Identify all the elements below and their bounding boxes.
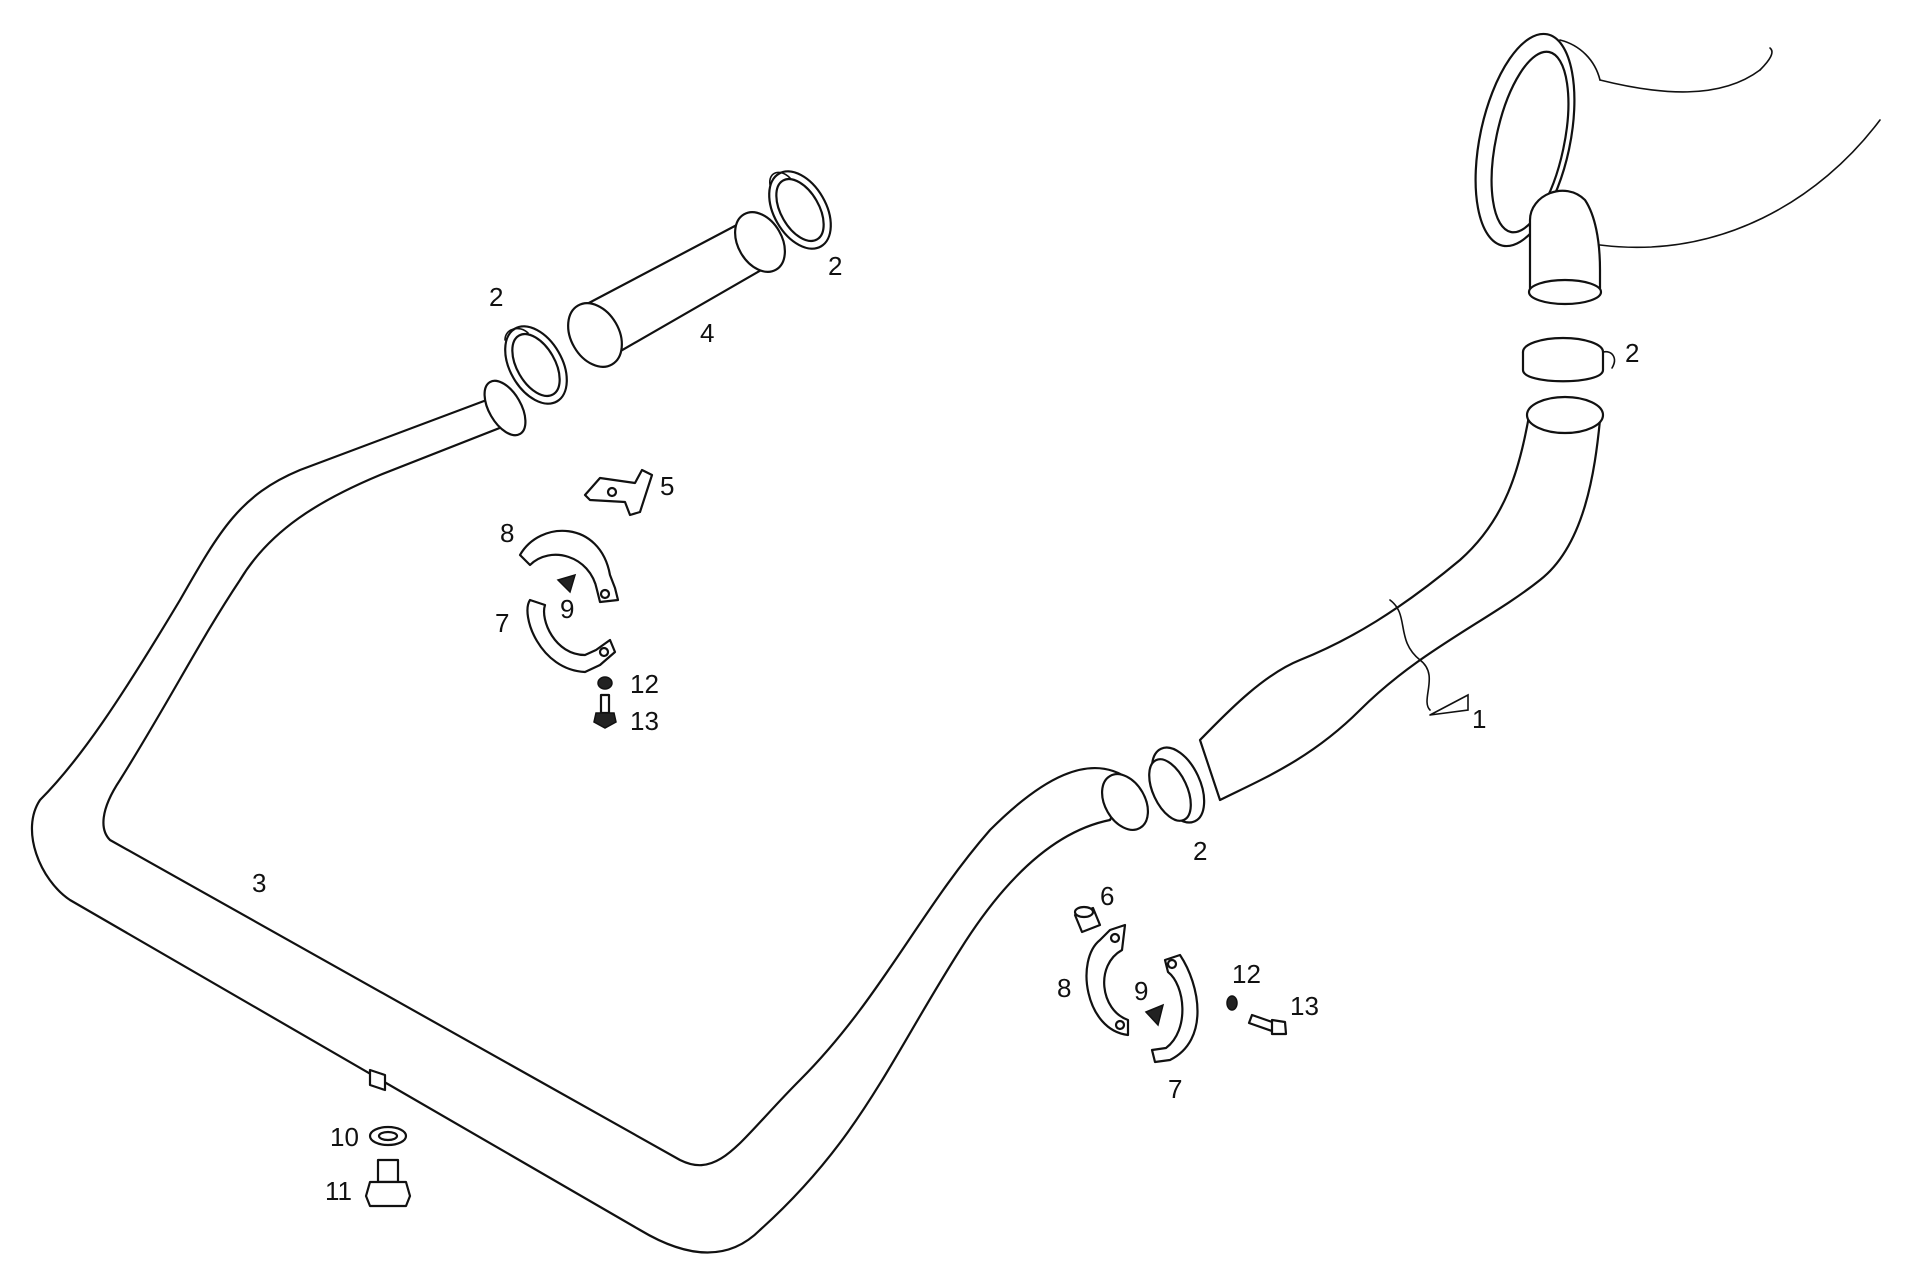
callout-2-middle: 2 bbox=[1193, 836, 1207, 866]
callout-9-upper: 9 bbox=[560, 594, 574, 624]
callout-12-lower: 12 bbox=[1232, 959, 1261, 989]
hose-clamp-top-left bbox=[768, 170, 832, 250]
callout-5: 5 bbox=[660, 471, 674, 501]
callout-11: 11 bbox=[325, 1176, 352, 1206]
washer-part-12-lower bbox=[1226, 995, 1238, 1011]
callout-2-top-right: 2 bbox=[1625, 338, 1639, 368]
drain-plug-part-11 bbox=[364, 1158, 412, 1208]
callout-4: 4 bbox=[700, 318, 714, 348]
pipe-part-3 bbox=[30, 379, 1150, 1254]
callout-7-upper: 7 bbox=[495, 608, 509, 638]
washer-part-12-upper bbox=[597, 676, 613, 690]
callout-8-lower: 8 bbox=[1057, 973, 1071, 1003]
spacer-part-9-upper bbox=[556, 573, 577, 594]
clamp-half-part-8-lower bbox=[1085, 923, 1130, 1037]
sleeve-part-4 bbox=[567, 211, 786, 368]
clamp-half-part-7-upper bbox=[526, 598, 617, 674]
washer-part-10 bbox=[368, 1125, 408, 1147]
callout-12-upper: 12 bbox=[630, 669, 659, 699]
bolt-part-13-upper bbox=[593, 693, 617, 729]
callout-13-upper: 13 bbox=[630, 706, 659, 736]
bracket-part-5 bbox=[583, 468, 654, 517]
callout-2-left: 2 bbox=[489, 282, 503, 312]
clamp-half-part-7-lower bbox=[1150, 953, 1199, 1064]
hose-clamp-left bbox=[504, 325, 568, 405]
callout-1: 1 bbox=[1472, 704, 1486, 734]
bolt-part-13-lower bbox=[1247, 1013, 1288, 1036]
callout-9-lower: 9 bbox=[1134, 976, 1148, 1006]
pipe-part-1 bbox=[1198, 395, 1605, 802]
callout-8-upper: 8 bbox=[500, 518, 514, 548]
callout-3: 3 bbox=[252, 868, 266, 898]
callout-13-lower: 13 bbox=[1290, 991, 1319, 1021]
callout-6: 6 bbox=[1100, 881, 1114, 911]
callout-7-lower: 7 bbox=[1168, 1074, 1182, 1104]
clamp-half-part-8-upper bbox=[518, 529, 620, 604]
muffler-body bbox=[1474, 32, 1881, 306]
callout-10: 10 bbox=[330, 1122, 359, 1152]
spacer-part-6 bbox=[1073, 905, 1102, 934]
hose-clamp-top-right bbox=[1521, 336, 1616, 383]
hose-clamp-middle bbox=[1148, 746, 1206, 824]
callout-2-top-left: 2 bbox=[828, 251, 842, 281]
spacer-part-9-lower bbox=[1144, 1003, 1165, 1027]
